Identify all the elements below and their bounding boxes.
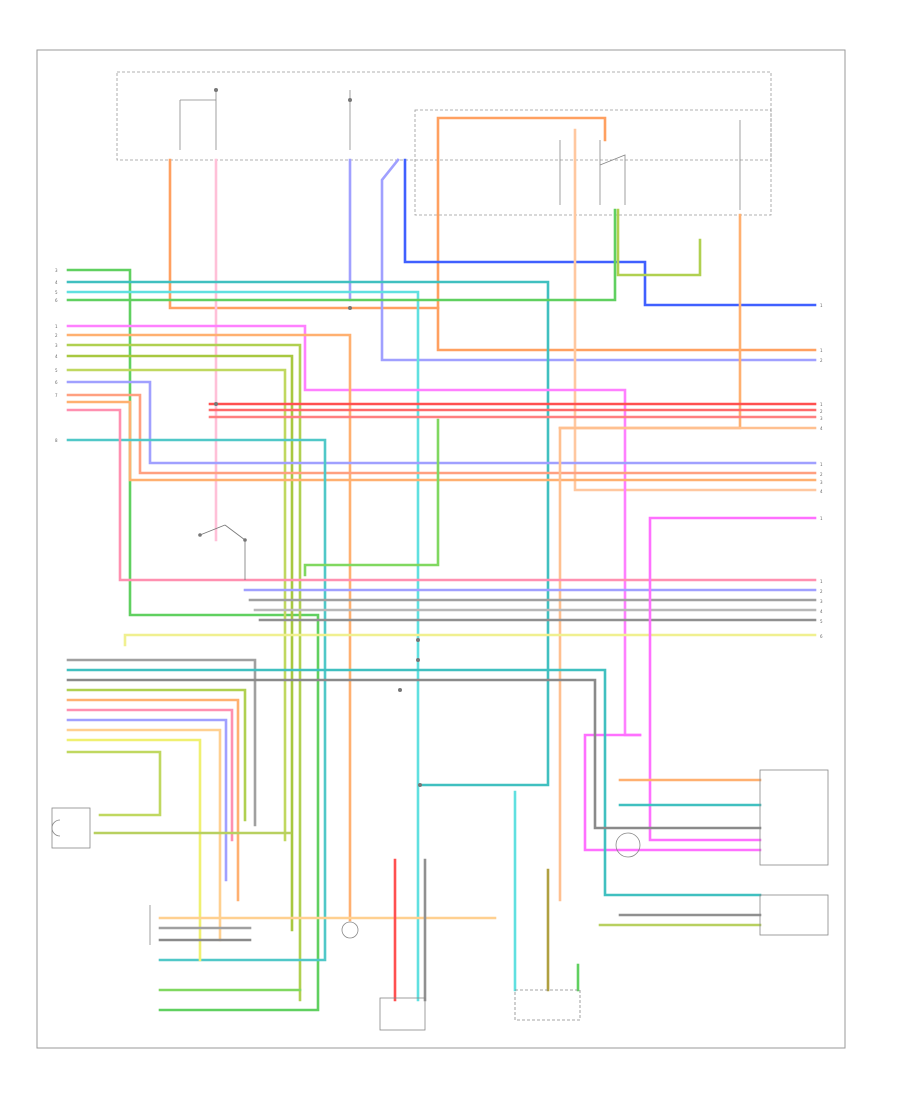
svg-text:3: 3 — [55, 343, 58, 348]
wire-salmon-left — [66, 393, 817, 475]
svg-text:5: 5 — [55, 290, 58, 295]
svg-text:2: 2 — [820, 589, 823, 594]
wire-orange-main — [168, 116, 607, 310]
svg-text:2: 2 — [55, 333, 58, 338]
left-sensor-symbol — [51, 819, 61, 837]
svg-text:6: 6 — [820, 634, 823, 639]
wire-green-left — [66, 268, 320, 1012]
svg-text:2: 2 — [820, 409, 823, 414]
svg-text:3: 3 — [820, 480, 823, 485]
right-lower-sensor-box — [759, 894, 829, 936]
svg-text:4: 4 — [820, 426, 823, 431]
wire-yellowgreen-lower2 — [66, 750, 162, 817]
ignition-switch — [198, 524, 247, 580]
svg-text:1: 1 — [820, 303, 823, 308]
wire-blue — [403, 158, 817, 307]
right-sensor-box — [759, 769, 829, 866]
wire-light-blue-loop — [380, 158, 817, 362]
center-relay — [348, 90, 352, 150]
svg-text:3: 3 — [820, 416, 823, 421]
left-sensor-box — [51, 807, 91, 849]
wire-orange-right — [436, 306, 817, 352]
svg-text:4: 4 — [55, 354, 58, 359]
svg-text:6: 6 — [55, 380, 58, 385]
bottom-right-box — [514, 989, 581, 1021]
svg-text:5: 5 — [820, 619, 823, 624]
svg-text:2: 2 — [820, 472, 823, 477]
left-connector-pins: 3 4 5 6 1 2 3 4 5 6 7 8 — [55, 268, 58, 443]
wire-green-mid — [66, 208, 617, 302]
right-connector-pins: 1 1 2 1 2 3 4 1 2 3 4 1 1 2 3 4 5 6 — [820, 303, 823, 639]
svg-text:1: 1 — [820, 348, 823, 353]
svg-text:2: 2 — [820, 358, 823, 363]
wire-peach-right — [573, 128, 817, 492]
wire-orange-bus — [558, 426, 817, 902]
wire-orange-long — [558, 213, 742, 430]
wire-teal-1 — [66, 280, 550, 787]
bottom-center-box — [379, 997, 426, 1031]
wire-magenta-right — [648, 516, 817, 842]
wire-yellowgreen-long1 — [66, 343, 302, 1002]
svg-text:1: 1 — [820, 579, 823, 584]
wire-yellow-right — [123, 633, 817, 647]
wire-teal-left — [66, 438, 327, 962]
wire-peach-lower — [66, 728, 222, 942]
svg-text:1: 1 — [820, 462, 823, 467]
wire-gray-lower2 — [66, 678, 762, 830]
wire-magenta-bottom — [583, 733, 762, 852]
top-right-module-box — [414, 109, 772, 216]
relay-pair — [179, 88, 218, 150]
svg-text:7: 7 — [55, 393, 58, 398]
wire-gray-lower1 — [66, 658, 257, 827]
wire-teal-lower — [66, 668, 762, 897]
svg-text:5: 5 — [55, 368, 58, 373]
svg-text:4: 4 — [820, 489, 823, 494]
wire-yellowgreen-long2 — [66, 354, 294, 932]
diagram-frame — [36, 49, 846, 1049]
wire-magenta — [66, 324, 642, 737]
wire-pink-left — [66, 408, 817, 582]
svg-text:3: 3 — [55, 268, 58, 273]
svg-text:4: 4 — [820, 609, 823, 614]
right-relay — [559, 120, 741, 210]
wire-yellowgreen-lower — [66, 688, 247, 822]
svg-text:1: 1 — [55, 324, 58, 329]
wire-yellow-lower — [66, 738, 202, 962]
svg-text:4: 4 — [55, 280, 58, 285]
svg-text:1: 1 — [820, 516, 823, 521]
wire-green-center — [303, 418, 440, 577]
top-module-box — [116, 71, 772, 161]
wire-cyan-2 — [66, 290, 420, 1002]
wire-yellow-green — [616, 208, 702, 277]
center-sensor-a — [615, 832, 641, 858]
svg-text:3: 3 — [820, 599, 823, 604]
wire-pink-lower — [66, 708, 234, 842]
wire-lightblue-left — [66, 380, 817, 465]
svg-text:8: 8 — [55, 438, 58, 443]
svg-text:1: 1 — [820, 402, 823, 407]
wire-orange-mid — [66, 333, 352, 922]
splice-nodes — [214, 306, 422, 787]
center-sensor-b — [341, 921, 359, 939]
svg-text:6: 6 — [55, 298, 58, 303]
wire-yellowgreen-long3 — [66, 368, 287, 842]
wire-lightblue-lower — [66, 718, 228, 882]
